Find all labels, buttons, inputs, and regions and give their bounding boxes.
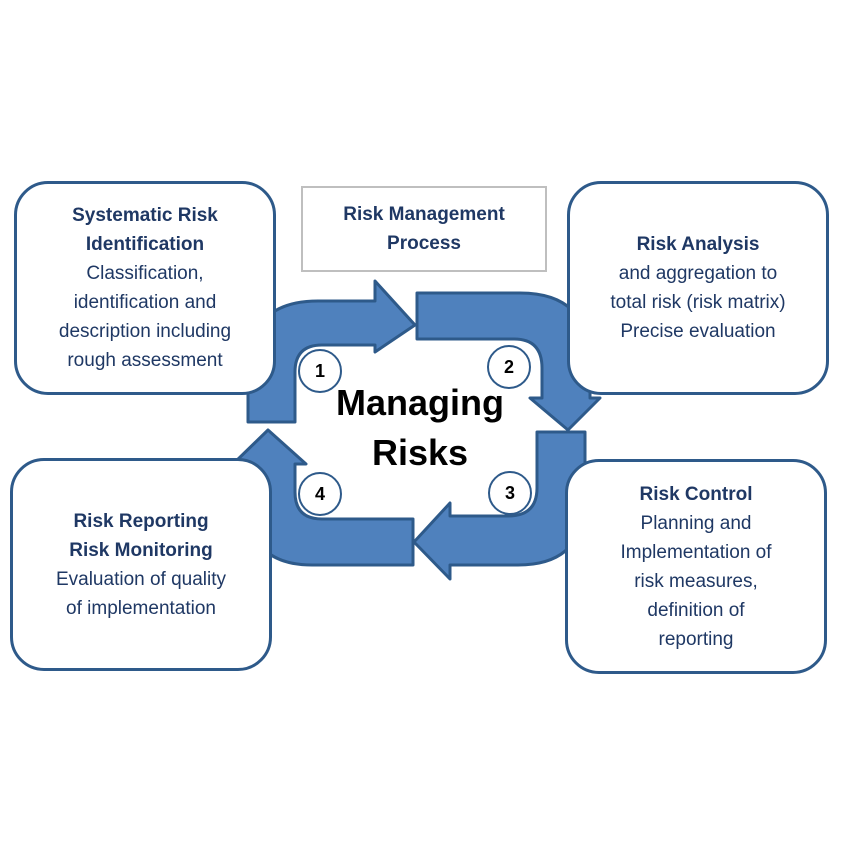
process-title: Risk Management Process bbox=[301, 186, 547, 272]
step-number-3: 3 bbox=[488, 471, 532, 515]
reporting-heading: Risk Reporting Risk Monitoring bbox=[69, 510, 213, 561]
identification-heading: Systematic Risk Identification bbox=[72, 205, 218, 255]
step-number-4: 4 bbox=[298, 472, 342, 516]
box-risk-analysis: Risk Analysis and aggregation to total r… bbox=[567, 181, 829, 395]
step-number-1: 1 bbox=[298, 349, 342, 393]
analysis-body: and aggregation to total risk (risk matr… bbox=[610, 263, 786, 342]
box-risk-reporting: Risk Reporting Risk Monitoring Evaluatio… bbox=[10, 458, 272, 671]
control-heading: Risk Control bbox=[639, 483, 753, 505]
analysis-heading: Risk Analysis bbox=[636, 234, 760, 255]
box-risk-control: Risk Control Planning and Implementation… bbox=[565, 459, 827, 674]
step-number-2: 2 bbox=[487, 345, 531, 389]
identification-body: Classification, identification and descr… bbox=[58, 263, 232, 371]
control-body: Planning and Implementation of risk meas… bbox=[620, 512, 772, 650]
box-risk-identification: Systematic Risk Identification Classific… bbox=[14, 181, 276, 395]
center-title: Managing Risks bbox=[336, 382, 504, 473]
reporting-body: Evaluation of quality of implementation bbox=[55, 568, 227, 619]
arrow-step-2 bbox=[415, 291, 602, 432]
